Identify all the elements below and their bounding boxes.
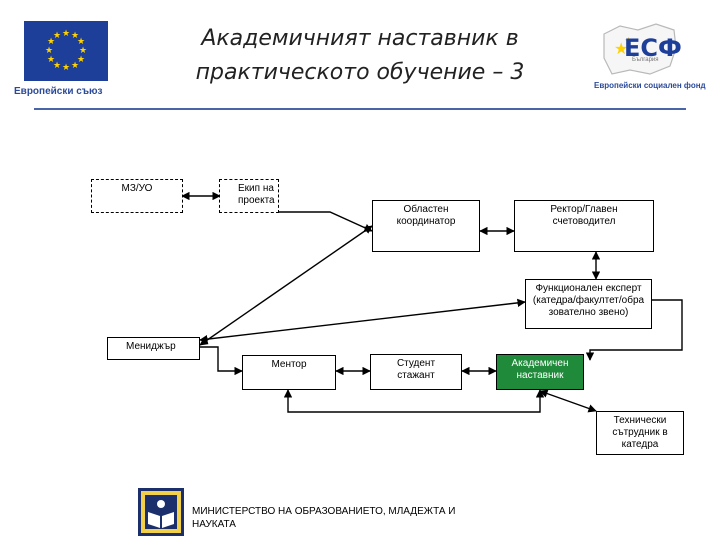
node-expert-line-2: (катедра/факултет/обра <box>532 295 645 306</box>
header-divider <box>34 108 686 110</box>
node-manager-label: Мениджър <box>126 341 176 352</box>
node-rector: Ректор/Главен счетоводител <box>514 200 654 252</box>
title-line-1: Академичният наставник в <box>201 26 519 51</box>
svg-text:★: ★ <box>62 63 70 73</box>
esf-bulgaria-map-icon: ★ ★ <box>603 23 677 75</box>
node-expert-line-1: Функционален експерт <box>535 283 642 294</box>
slide-title: Академичният наставник в практическото о… <box>150 22 570 90</box>
node-project-team-line-1: Екип на <box>238 183 274 194</box>
link-mentor-academic <box>283 389 545 413</box>
svg-text:★: ★ <box>53 31 61 41</box>
node-academic-mentor: Академичен наставник <box>496 354 584 390</box>
node-tech-line-2: сътрудник в <box>612 427 668 438</box>
ministry-name-line-1: МИНИСТЕРСТВО НА ОБРАЗОВАНИЕТО, МЛАДЕЖТА … <box>192 506 456 517</box>
node-regional-coordinator: Областен координатор <box>372 200 480 252</box>
eu-caption: Европейски съюз <box>14 86 103 97</box>
svg-text:★: ★ <box>77 55 85 65</box>
ministry-logo <box>138 488 184 536</box>
svg-text:★: ★ <box>62 29 70 39</box>
node-manager: Мениджър <box>107 337 200 360</box>
node-mzuo: МЗ/УО <box>91 179 183 213</box>
eu-flag-logo: ★★★ ★★★ ★★★ ★★★ <box>24 21 108 81</box>
svg-text:★: ★ <box>45 46 53 56</box>
node-student-line-1: Студент <box>396 358 436 369</box>
esf-country: България <box>632 57 659 63</box>
link-manager-regional <box>199 225 373 346</box>
eu-stars-icon: ★★★ ★★★ ★★★ ★★★ <box>45 29 87 73</box>
node-expert-line-3: зователно звено) <box>548 307 629 318</box>
svg-text:★: ★ <box>47 37 55 47</box>
svg-text:★: ★ <box>79 46 87 56</box>
node-mentor-label: Ментор <box>271 359 307 370</box>
title-line-2: практическото обучение – 3 <box>195 60 525 85</box>
ministry-name-line-2: НАУКАТА <box>192 519 236 530</box>
node-project-team-line-2: проекта <box>238 195 275 206</box>
link-academic-tech <box>539 389 597 413</box>
svg-text:★: ★ <box>53 61 61 71</box>
node-tech-line-1: Технически <box>613 415 667 426</box>
link-manager-expert <box>199 298 526 344</box>
link-team-regional <box>278 211 373 232</box>
node-technical-assistant: Технически сътрудник в катедра <box>596 411 684 455</box>
ministry-name: МИНИСТЕРСТВО НА ОБРАЗОВАНИЕТО, МЛАДЕЖТА … <box>192 505 552 531</box>
node-functional-expert: Функционален експерт (катедра/факултет/о… <box>525 279 652 329</box>
node-rector-line-1: Ректор/Главен <box>550 204 618 215</box>
link-manager-mentor <box>200 346 243 376</box>
node-regional-line-2: координатор <box>396 216 456 227</box>
node-academic-line-2: наставник <box>516 370 564 381</box>
node-rector-line-2: счетоводител <box>552 216 616 227</box>
svg-text:★: ★ <box>71 31 79 41</box>
esf-logo: ★ ★ <box>600 20 680 80</box>
node-academic-line-1: Академичен <box>511 358 569 369</box>
svg-text:★: ★ <box>71 61 79 71</box>
node-mentor: Ментор <box>242 355 336 390</box>
esf-caption: Европейски социален фонд <box>594 81 706 90</box>
link-expert-academic <box>585 299 683 361</box>
node-student: Студент стажант <box>370 354 462 390</box>
node-regional-line-1: Областен <box>403 204 449 215</box>
node-project-team: Екип на проекта <box>219 179 279 213</box>
svg-text:★: ★ <box>77 37 85 47</box>
open-book-icon <box>141 491 181 533</box>
esf-mark: ЕСФ <box>624 34 682 62</box>
svg-text:★: ★ <box>614 39 628 58</box>
svg-text:★: ★ <box>47 55 55 65</box>
node-tech-line-3: катедра <box>621 439 659 450</box>
node-student-line-2: стажант <box>397 370 435 381</box>
svg-text:★: ★ <box>624 36 633 47</box>
node-mzuo-label: МЗ/УО <box>121 183 153 194</box>
